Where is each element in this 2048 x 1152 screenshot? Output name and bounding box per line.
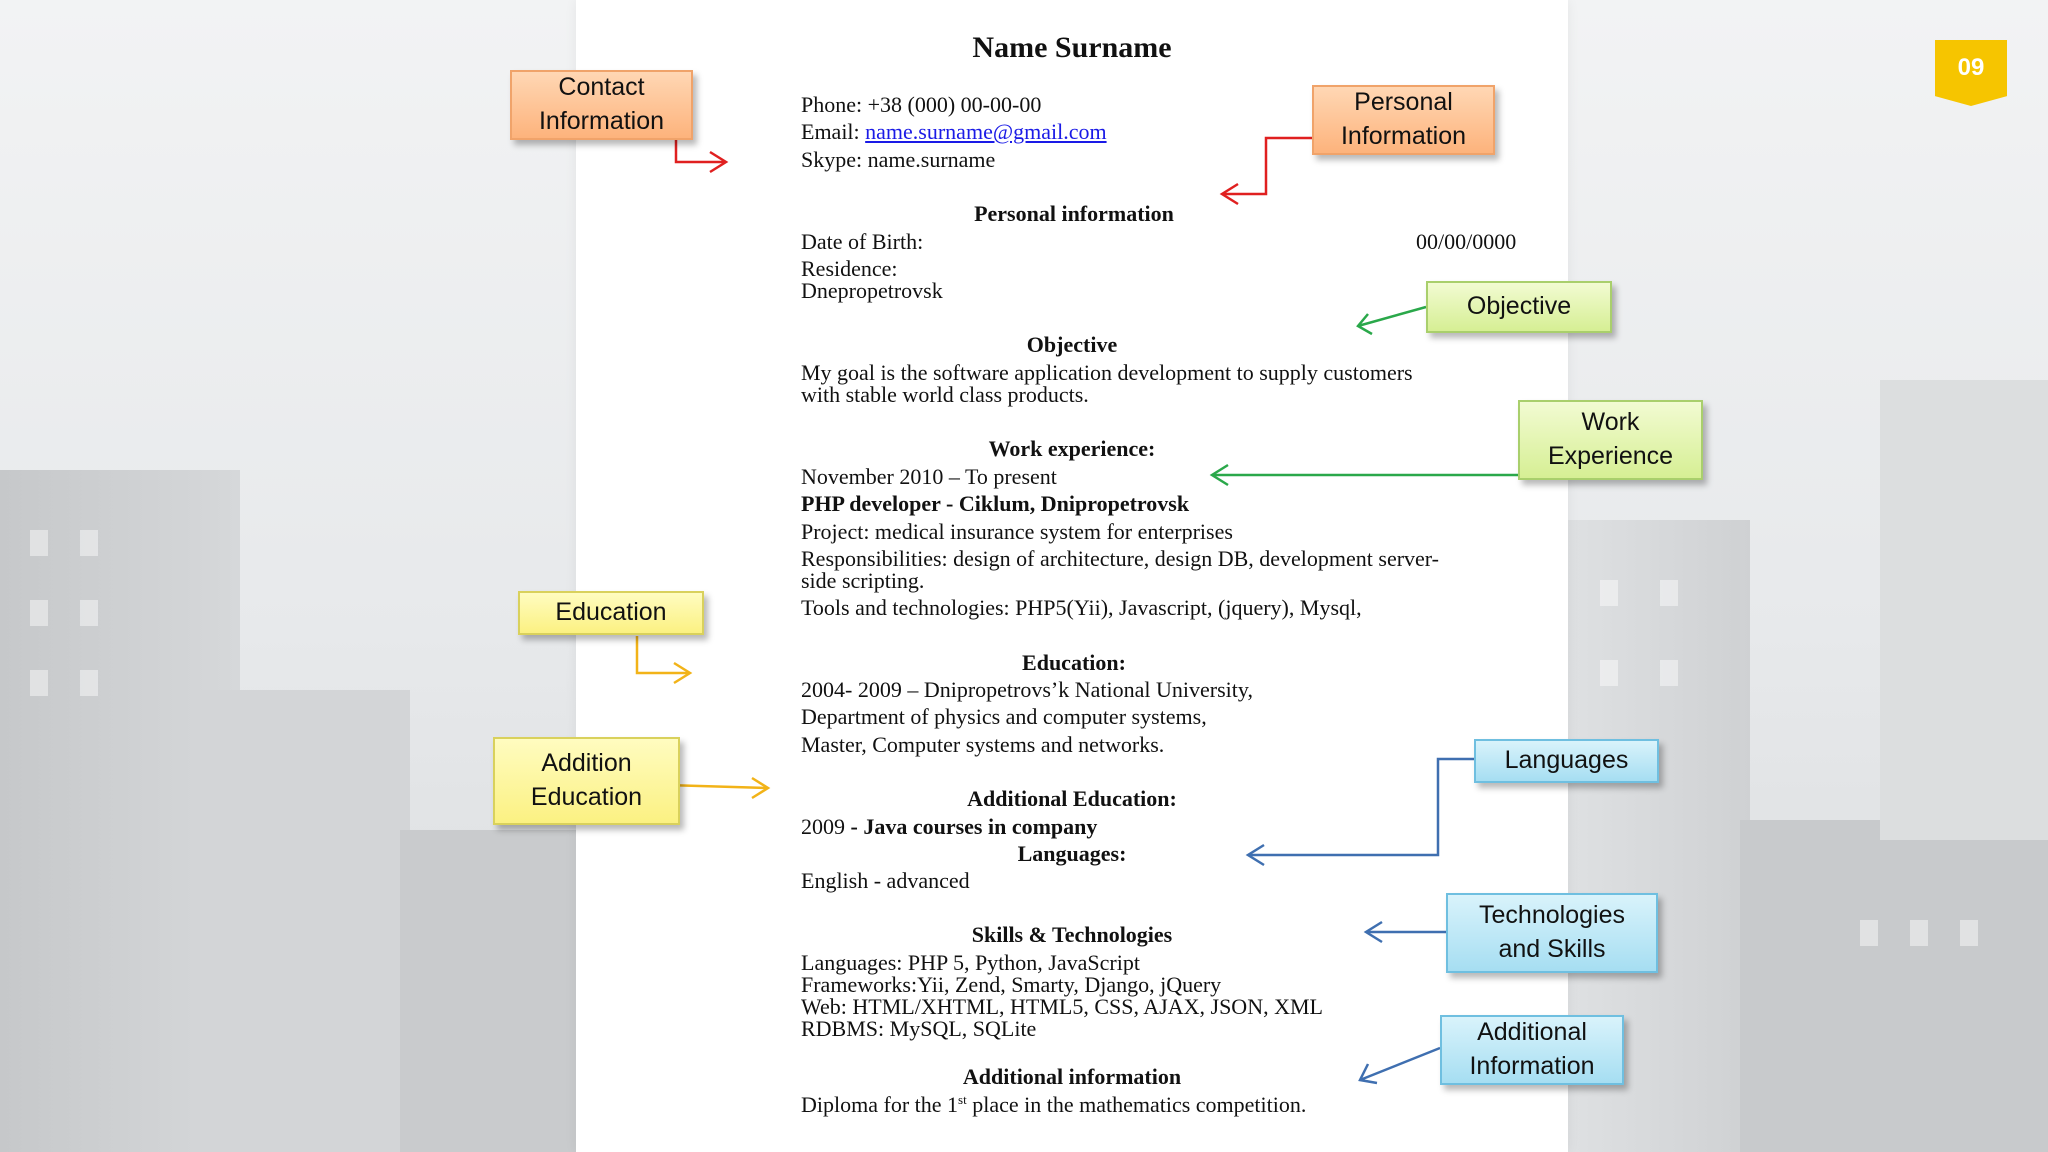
callout-contact-information: Contact Information	[510, 70, 693, 140]
section-heading-education: Education:	[1022, 650, 1126, 675]
arrowhead-contact	[709, 150, 729, 174]
arrow-education	[635, 636, 690, 675]
callout-additional-label: Additional Information	[1469, 1018, 1595, 1080]
section-heading-work: Work experience:	[988, 436, 1156, 461]
resume-page	[576, 0, 1568, 1152]
section-heading-additional-info: Additional information	[962, 1064, 1182, 1089]
callout-contact-label: Contact Information	[538, 73, 665, 135]
skills-line: Web: HTML/XHTML, HTML5, CSS, AJAX, JSON,…	[801, 994, 1323, 1019]
languages-value: English - advanced	[801, 868, 970, 893]
section-heading-languages: Languages:	[1017, 841, 1127, 866]
work-responsibilities: Responsibilities: design of architecture…	[801, 546, 1440, 571]
dob-value: 00/00/0000	[1416, 229, 1517, 254]
arrow-objective	[1357, 305, 1427, 328]
arrowhead-education	[673, 661, 693, 685]
window-shape	[30, 670, 48, 696]
education-line: Master, Computer systems and networks.	[801, 732, 1165, 757]
work-position: PHP developer - Ciklum, Dnipropetrovsk	[801, 491, 1190, 516]
work-tools: Tools and technologies: PHP5(Yii), Javas…	[801, 595, 1362, 620]
building-shape	[1880, 380, 2048, 840]
window-shape	[80, 600, 98, 626]
arrowhead-personal	[1219, 182, 1239, 206]
arrowhead-work	[1209, 463, 1229, 487]
contact-email-label: Email:	[801, 119, 866, 144]
arrowhead-additional-info	[1358, 1063, 1378, 1085]
window-shape	[1910, 920, 1928, 946]
arrowhead-objective	[1356, 313, 1373, 336]
slide-number-badge: 09	[1935, 40, 2007, 106]
callout-personal-label: Personal Information	[1340, 88, 1467, 150]
window-shape	[80, 530, 98, 556]
callout-education: Education	[518, 591, 704, 635]
building-shape	[400, 830, 580, 1152]
dob-label: Date of Birth:	[801, 229, 924, 254]
resume-name: Name Surname	[972, 31, 1172, 64]
callout-work-label: Work Experience	[1547, 408, 1674, 470]
arrow-additional-info	[1359, 1046, 1441, 1082]
section-heading-additional-education: Additional Education:	[967, 786, 1177, 811]
contact-email: Email: name.surname@gmail.com	[801, 121, 1107, 143]
slide-number: 09	[1957, 54, 1985, 81]
building-shape	[1740, 820, 2048, 1152]
additional-info-pre: Diploma for the 1	[801, 1092, 959, 1117]
window-shape	[1600, 660, 1618, 686]
arrowhead-languages	[1245, 843, 1265, 867]
callout-languages: Languages	[1474, 739, 1659, 783]
skills-line: RDBMS: MySQL, SQLite	[801, 1016, 1037, 1041]
education-line: 2004- 2009 – Dniprop­etrovs’k National U…	[801, 677, 1253, 702]
window-shape	[1660, 660, 1678, 686]
skills-line: Frameworks:Yii, Zend, Smarty, Django, jQ…	[801, 972, 1222, 997]
arrow-work	[1212, 442, 1546, 477]
callout-addition-education: Addition Education	[493, 737, 680, 825]
window-shape	[1960, 920, 1978, 946]
additional-education-text: - Java courses in company	[845, 814, 1098, 839]
arrowhead-technologies	[1363, 920, 1383, 944]
window-shape	[30, 530, 48, 556]
window-shape	[80, 670, 98, 696]
callout-objective-label: Objective	[1466, 292, 1572, 321]
callout-education-label: Education	[555, 598, 667, 627]
arrow-addition-education	[665, 783, 769, 790]
arrow-personal	[1222, 136, 1312, 196]
contact-skype: Skype: name.surname	[801, 147, 996, 172]
objective-line: My goal is the software application deve…	[801, 360, 1413, 385]
residence-label: Residence:	[801, 256, 898, 281]
section-heading-skills: Skills & Technologies	[971, 922, 1173, 947]
residence-value: Dnepropetrovsk	[801, 278, 943, 303]
arrow-languages	[1248, 757, 1474, 857]
callout-personal-information: Personal Information	[1312, 85, 1495, 155]
window-shape	[1600, 580, 1618, 606]
additional-info-sup: st	[958, 1092, 967, 1107]
section-heading-objective: Objective	[1026, 332, 1118, 357]
window-shape	[30, 600, 48, 626]
additional-education-line: 2009 - Java courses in company	[801, 816, 1097, 838]
arrowhead-addition-education	[751, 776, 771, 800]
education-line: Department of physics and computer syste…	[801, 704, 1207, 729]
building-shape	[190, 690, 410, 1152]
work-project: Project: medical insurance system for en…	[801, 519, 1233, 544]
skills-line: Languages: PHP 5, Python, JavaScript	[801, 950, 1140, 975]
email-link[interactable]: name.surname@gmail.com	[865, 119, 1107, 144]
objective-line: with stable world class products.	[801, 382, 1089, 407]
additional-education-year: 2009	[801, 814, 845, 839]
work-responsibilities: side scripting.	[801, 568, 925, 593]
section-heading-personal: Personal information	[974, 201, 1174, 226]
callout-technologies-label: Technologies and Skills	[1479, 901, 1625, 963]
window-shape	[1660, 580, 1678, 606]
callout-languages-label: Languages	[1504, 746, 1629, 775]
additional-info-post: place in the mathematics competition.	[966, 1092, 1307, 1117]
work-period: November 2010 – To present	[801, 464, 1057, 489]
callout-addition-education-label: Addition Education	[530, 749, 643, 811]
callout-work-experience: Work Experience	[1518, 400, 1703, 480]
contact-phone: Phone: +38 (000) 00-00-00	[801, 92, 1042, 117]
window-shape	[1860, 920, 1878, 946]
additional-info-line: Diploma for the 1st place in the mathema…	[801, 1092, 1307, 1117]
callout-objective: Objective	[1426, 281, 1612, 333]
callout-additional-information: Additional Information	[1440, 1015, 1624, 1085]
callout-technologies-and-skills: Technologies and Skills	[1446, 893, 1658, 973]
